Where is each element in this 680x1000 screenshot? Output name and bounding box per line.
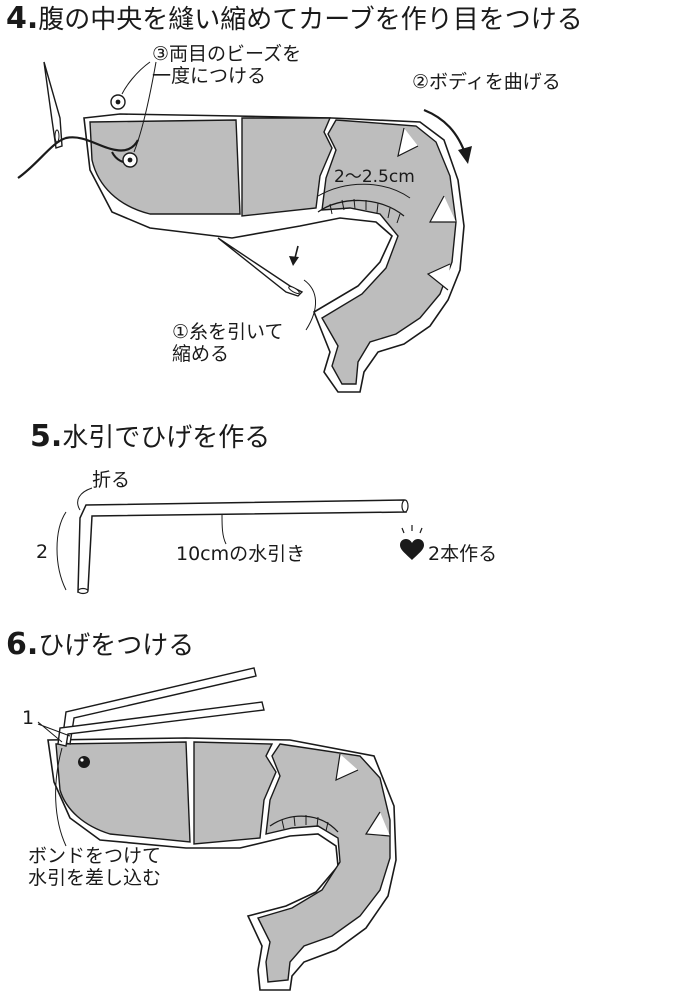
shrimp-tail-curl bbox=[321, 119, 457, 385]
cord-end bbox=[401, 499, 409, 513]
shell-notch bbox=[364, 811, 391, 837]
bead-hole bbox=[115, 99, 121, 105]
eye-bead-icon bbox=[78, 756, 90, 768]
shrimp-segment-mid bbox=[193, 741, 277, 845]
bead-hole bbox=[127, 157, 133, 163]
needle-eye bbox=[288, 286, 300, 294]
leader-line bbox=[221, 513, 227, 545]
shrimp-head bbox=[55, 741, 191, 843]
whisker-cord bbox=[57, 701, 265, 747]
leader-line bbox=[133, 61, 157, 153]
step5-whisker-diagram bbox=[56, 487, 424, 595]
label-make-two: 2本作る bbox=[428, 543, 498, 565]
shrimp-tail-curl bbox=[256, 743, 391, 983]
step4-shrimp-diagram bbox=[17, 61, 472, 393]
shell-notch bbox=[335, 753, 359, 782]
pull-arrowhead bbox=[289, 256, 299, 266]
label-width: 2〜2.5cm bbox=[334, 167, 415, 187]
step4-heading: 4.腹の中央を縫い縮めてカーブを作り目をつける bbox=[6, 1, 583, 37]
label-two-cm: 2 bbox=[36, 541, 49, 563]
width-dimension-line bbox=[317, 183, 411, 199]
step6-title: ひげをつける bbox=[38, 631, 195, 661]
step6-number: 6. bbox=[6, 627, 39, 662]
needle-icon bbox=[43, 61, 63, 149]
leader-line bbox=[55, 747, 67, 847]
step5-title: 水引でひげを作る bbox=[62, 423, 271, 453]
leader-line bbox=[37, 721, 71, 743]
cord-end bbox=[77, 587, 89, 595]
label-length: 10cmの水引き bbox=[176, 543, 306, 565]
label-bend: ②ボディを曲げる bbox=[412, 71, 561, 93]
label-fold: 折る bbox=[92, 469, 131, 491]
label-beads: ③両目のビーズを 一度につける bbox=[152, 43, 302, 87]
label-one-cm: 1 bbox=[22, 707, 35, 729]
leader-line bbox=[77, 487, 93, 511]
gathered-stitch bbox=[269, 815, 339, 833]
shell-notch bbox=[397, 127, 419, 158]
step5-heading: 5.水引でひげを作る bbox=[30, 419, 271, 455]
leader-line bbox=[303, 279, 316, 331]
gathered-stitch bbox=[317, 199, 405, 217]
shell-notch bbox=[426, 263, 451, 291]
needle-icon bbox=[217, 237, 304, 297]
step4-number: 4. bbox=[6, 1, 39, 36]
needle-eye bbox=[54, 129, 60, 143]
whisker-cord bbox=[61, 667, 257, 745]
eye-highlight bbox=[80, 758, 84, 762]
step6-heading: 6.ひげをつける bbox=[6, 627, 195, 663]
label-bond: ボンドをつけて 水引を差し込む bbox=[28, 845, 162, 889]
step6-shrimp-diagram bbox=[37, 667, 397, 991]
leader-line bbox=[121, 61, 151, 95]
dimension-bracket bbox=[56, 511, 67, 591]
thread-line bbox=[17, 136, 139, 179]
heart-icon bbox=[400, 539, 424, 560]
shrimp-head bbox=[89, 119, 241, 215]
bend-arrowhead bbox=[458, 146, 472, 164]
label-pull: ①糸を引いて 縮める bbox=[172, 321, 284, 365]
shrimp-segment-mid bbox=[241, 117, 333, 217]
heart-sparkle bbox=[401, 525, 423, 534]
step4-title: 腹の中央を縫い縮めてカーブを作り目をつける bbox=[38, 5, 583, 35]
gather-marks bbox=[329, 198, 401, 224]
shell-notch bbox=[428, 195, 456, 223]
gather-marks bbox=[281, 815, 329, 832]
step5-number: 5. bbox=[30, 419, 63, 454]
